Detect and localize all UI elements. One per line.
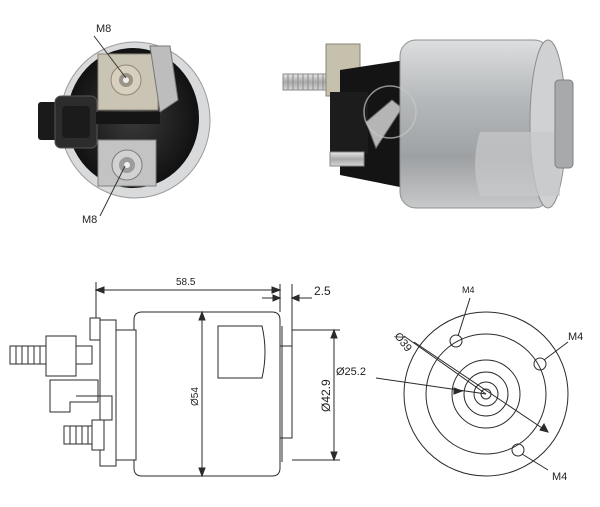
label-m4-bottom: M4 xyxy=(552,471,567,483)
side-drawing xyxy=(9,282,340,478)
dim-rear-diameter: Ø42.9 xyxy=(319,379,333,412)
dim-inner-diameter: Ø25.2 xyxy=(336,366,366,378)
dim-gap: 2.5 xyxy=(314,284,331,298)
label-m4-right: M4 xyxy=(568,331,583,343)
end-view-photo xyxy=(38,35,211,217)
dim-body-diameter: Ø54 xyxy=(190,387,201,406)
end-drawing xyxy=(375,297,569,477)
dim-length: 58.5 xyxy=(176,277,196,288)
label-m4-top: M4 xyxy=(462,285,475,295)
dim-bolt-circle: Ø39 xyxy=(392,330,414,354)
side-view-photo xyxy=(282,39,574,209)
label-m8-top: M8 xyxy=(96,23,111,35)
label-m8-bottom: M8 xyxy=(82,214,97,226)
